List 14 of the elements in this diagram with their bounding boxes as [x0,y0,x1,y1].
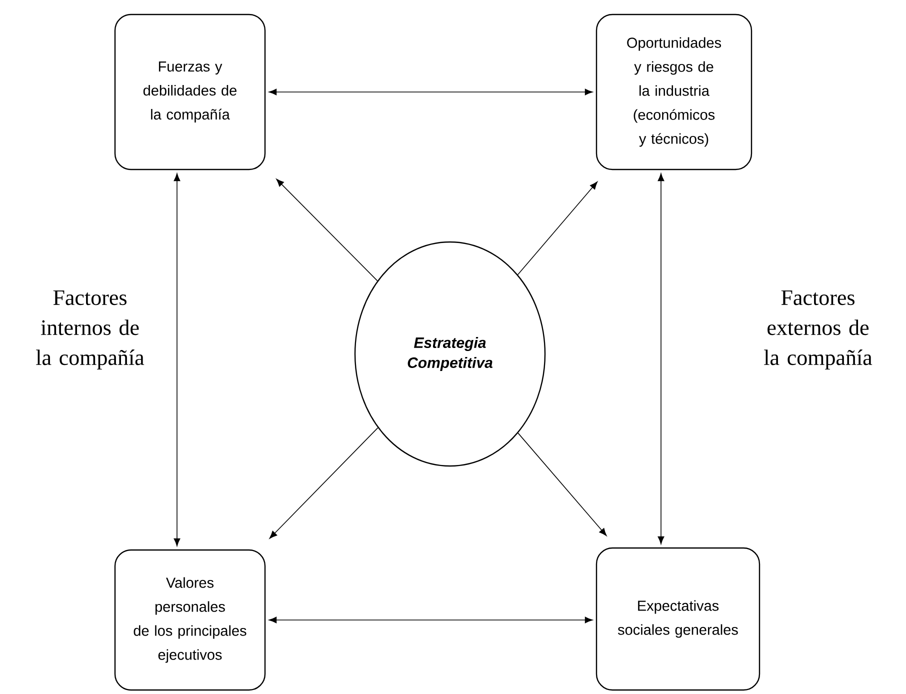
arrow [518,432,607,536]
arrow [658,173,664,544]
factor-box: Expectativas sociales generales [596,547,760,691]
factor-box: Fuerzas y debilidades de la compañía [114,14,266,170]
arrow [268,88,593,96]
factor-box: Valores personales de los principales ejecutivos [114,549,266,691]
side-label: Factores internos de la compañía [36,290,144,370]
arrow [276,178,378,282]
arrow [268,616,593,624]
factor-box: Oportunidades y riesgos de la industria (económicos y técnicos) [596,14,752,170]
arrow [517,182,598,276]
arrow [174,173,180,546]
arrow [269,427,378,539]
side-label: Factores externos de la compañía [764,290,872,370]
